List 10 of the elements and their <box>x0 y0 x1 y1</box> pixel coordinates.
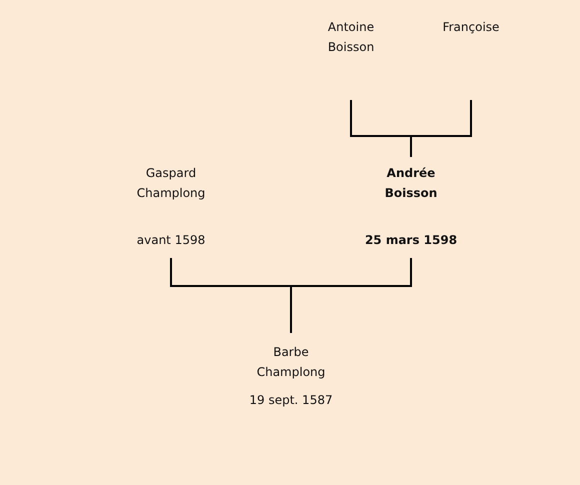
person-name: Antoine Boisson <box>328 19 374 56</box>
person-name: Gaspard Champlong <box>136 165 206 202</box>
date-text: 25 mars 1598 <box>364 232 458 249</box>
family-connector-line <box>410 100 472 157</box>
person-name: Françoise <box>442 19 500 36</box>
family-connector-line <box>290 258 412 333</box>
date-text: 19 sept. 1587 <box>249 392 333 409</box>
person-name: Andrée Boisson <box>384 165 438 202</box>
person-name: Barbe Champlong <box>256 344 326 381</box>
date-text: avant 1598 <box>136 232 206 249</box>
